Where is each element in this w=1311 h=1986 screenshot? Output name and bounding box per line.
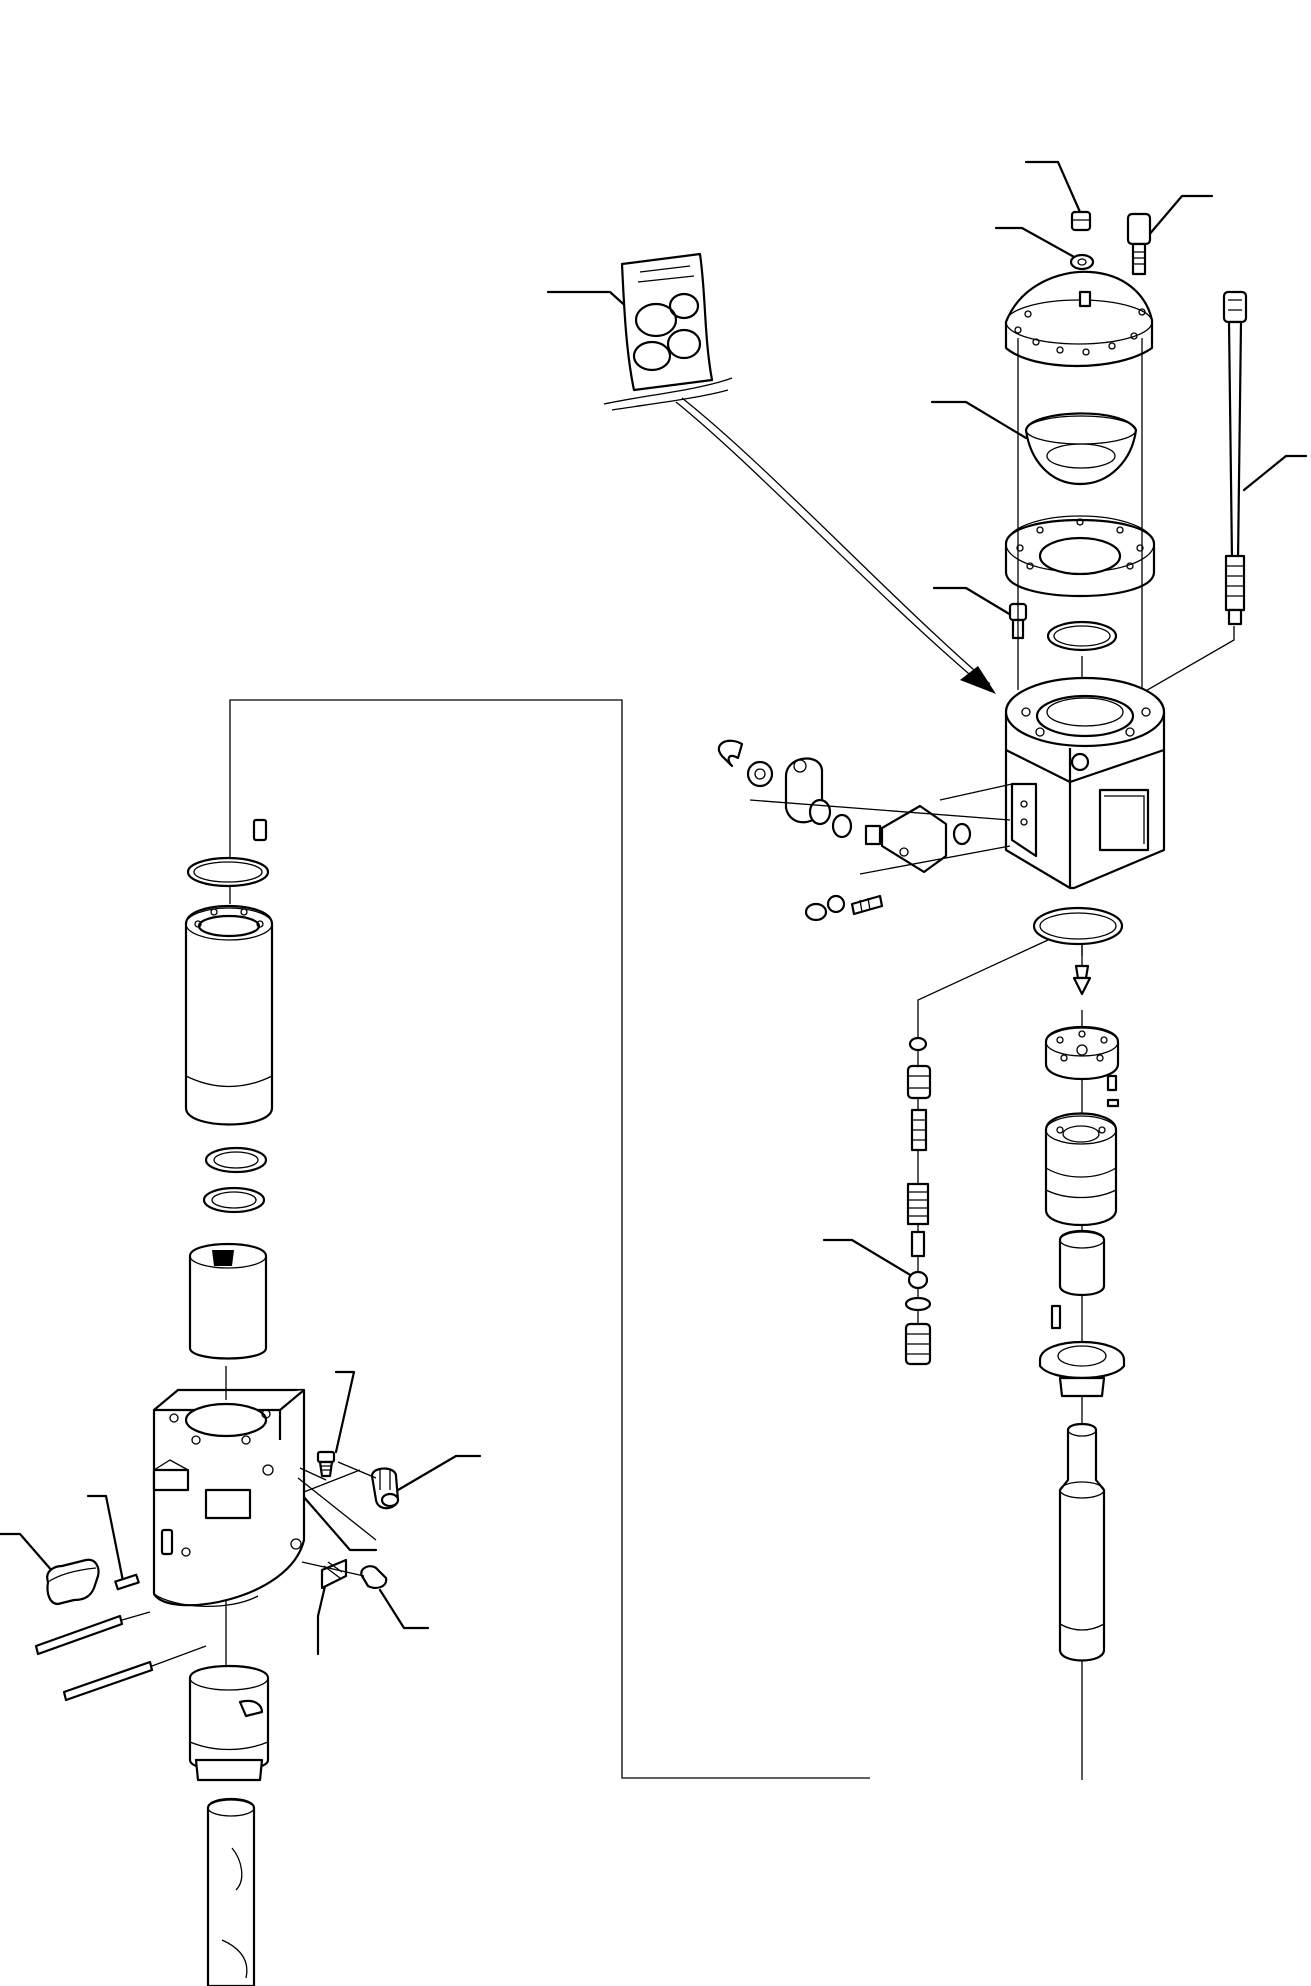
callout-leader-top-nut xyxy=(1024,160,1082,214)
callout-leader-flange-bolt xyxy=(932,586,1018,620)
valve-stack xyxy=(904,939,1049,1366)
tool-bit xyxy=(206,1798,256,1986)
callout-leader-valve-washer xyxy=(822,1238,914,1278)
top-nut xyxy=(1070,210,1092,232)
callout-leader-spring xyxy=(316,1580,328,1656)
cap-bolt xyxy=(1126,212,1152,276)
seal-kit-card xyxy=(603,252,996,694)
callout-leader-pin xyxy=(86,1494,126,1588)
side-fittings xyxy=(717,739,1013,922)
cylinder-body xyxy=(1004,676,1166,890)
diaphragm xyxy=(1024,412,1138,486)
piston-stack xyxy=(1038,964,1126,1662)
callout-leader-check-plug xyxy=(378,1588,430,1630)
callout-leader-diaphragm xyxy=(930,400,1028,440)
bracket-lines xyxy=(229,699,870,1779)
upper-o-ring xyxy=(1046,620,1118,652)
left-side-parts xyxy=(34,1558,207,1702)
callout-leaders xyxy=(0,160,1308,1656)
top-washer xyxy=(1069,253,1095,271)
lower-bushing xyxy=(188,1664,270,1782)
callout-leader-plug-screw xyxy=(334,1370,356,1454)
left-assembly xyxy=(152,818,306,1760)
callout-leader-top-washer xyxy=(994,226,1078,260)
callout-leader-elbow-plug xyxy=(396,1454,482,1492)
end-cap xyxy=(1004,270,1154,367)
callout-leader-side-port xyxy=(294,1486,378,1552)
tie-rod xyxy=(1222,290,1248,626)
callout-leader-key xyxy=(0,1532,62,1582)
lower-o-ring xyxy=(1032,906,1124,946)
left-block-fittings xyxy=(297,1450,400,1590)
flange-ring xyxy=(1004,515,1156,597)
callout-leader-cap-bolt xyxy=(1146,194,1214,238)
callout-leader-tie-rod xyxy=(1242,454,1308,492)
